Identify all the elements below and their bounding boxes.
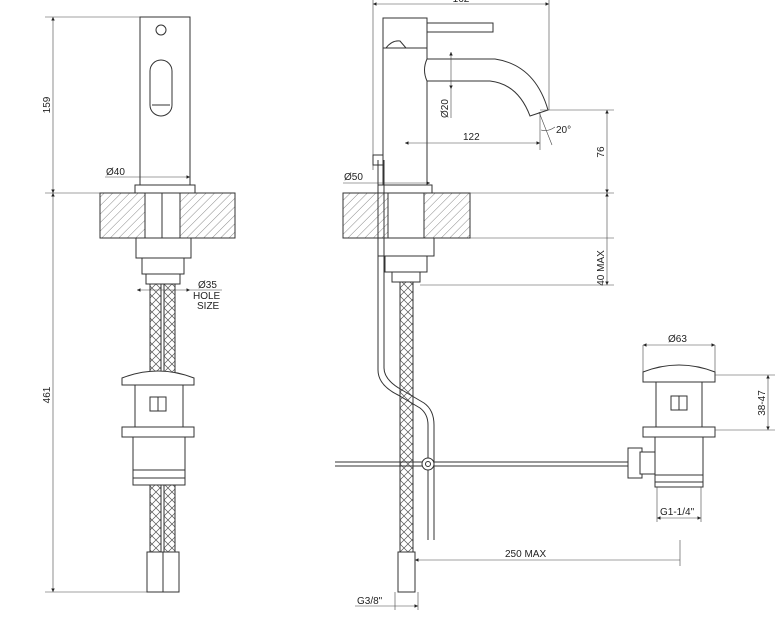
hose-side — [399, 281, 414, 553]
dim-label-spout-diameter: Ø20 — [440, 99, 451, 118]
dim-label-spout-reach: 122 — [463, 132, 480, 143]
waste-side: Ø63 38-47 G1-1/4" — [627, 334, 775, 522]
dim-label-159: 159 — [42, 96, 53, 113]
dim-label-hose-thread: G3/8" — [357, 596, 383, 607]
dim-label-body-diameter: Ø40 — [106, 167, 125, 178]
hole-size-label-2: SIZE — [197, 301, 220, 312]
dim-label-hole-diameter: Ø35 — [198, 280, 217, 291]
tap-body-side — [382, 47, 428, 186]
lever-handle — [426, 22, 494, 33]
dim-label-spout-height: 76 — [596, 146, 607, 158]
spout — [424, 58, 549, 117]
dim-label-base-diameter: Ø50 — [344, 172, 363, 183]
dim-label-spout-angle: 20° — [556, 125, 571, 136]
dim-label-deck-thickness: 40 MAX — [596, 250, 607, 286]
lever-head — [382, 17, 428, 49]
dim-label-461: 461 — [42, 386, 53, 403]
dim-label-waste-diameter: Ø63 — [668, 334, 687, 345]
dim-label-waste-thread: G1-1/4" — [660, 507, 695, 518]
tap-body — [139, 16, 191, 186]
dim-label-overall-width: 162 — [453, 0, 470, 5]
dim-label-rod-length: 250 MAX — [505, 549, 546, 560]
front-view: 159 461 Ø40 Ø35 HOLE SIZE — [42, 16, 236, 593]
hole-size-label-1: HOLE — [193, 291, 221, 302]
waste-cap — [121, 370, 195, 386]
side-view: 162 Ø20 122 20° 76 40 MAX Ø50 — [335, 0, 775, 610]
dim-label-waste-height: 38-47 — [757, 390, 768, 416]
pop-up-rod — [377, 160, 429, 540]
